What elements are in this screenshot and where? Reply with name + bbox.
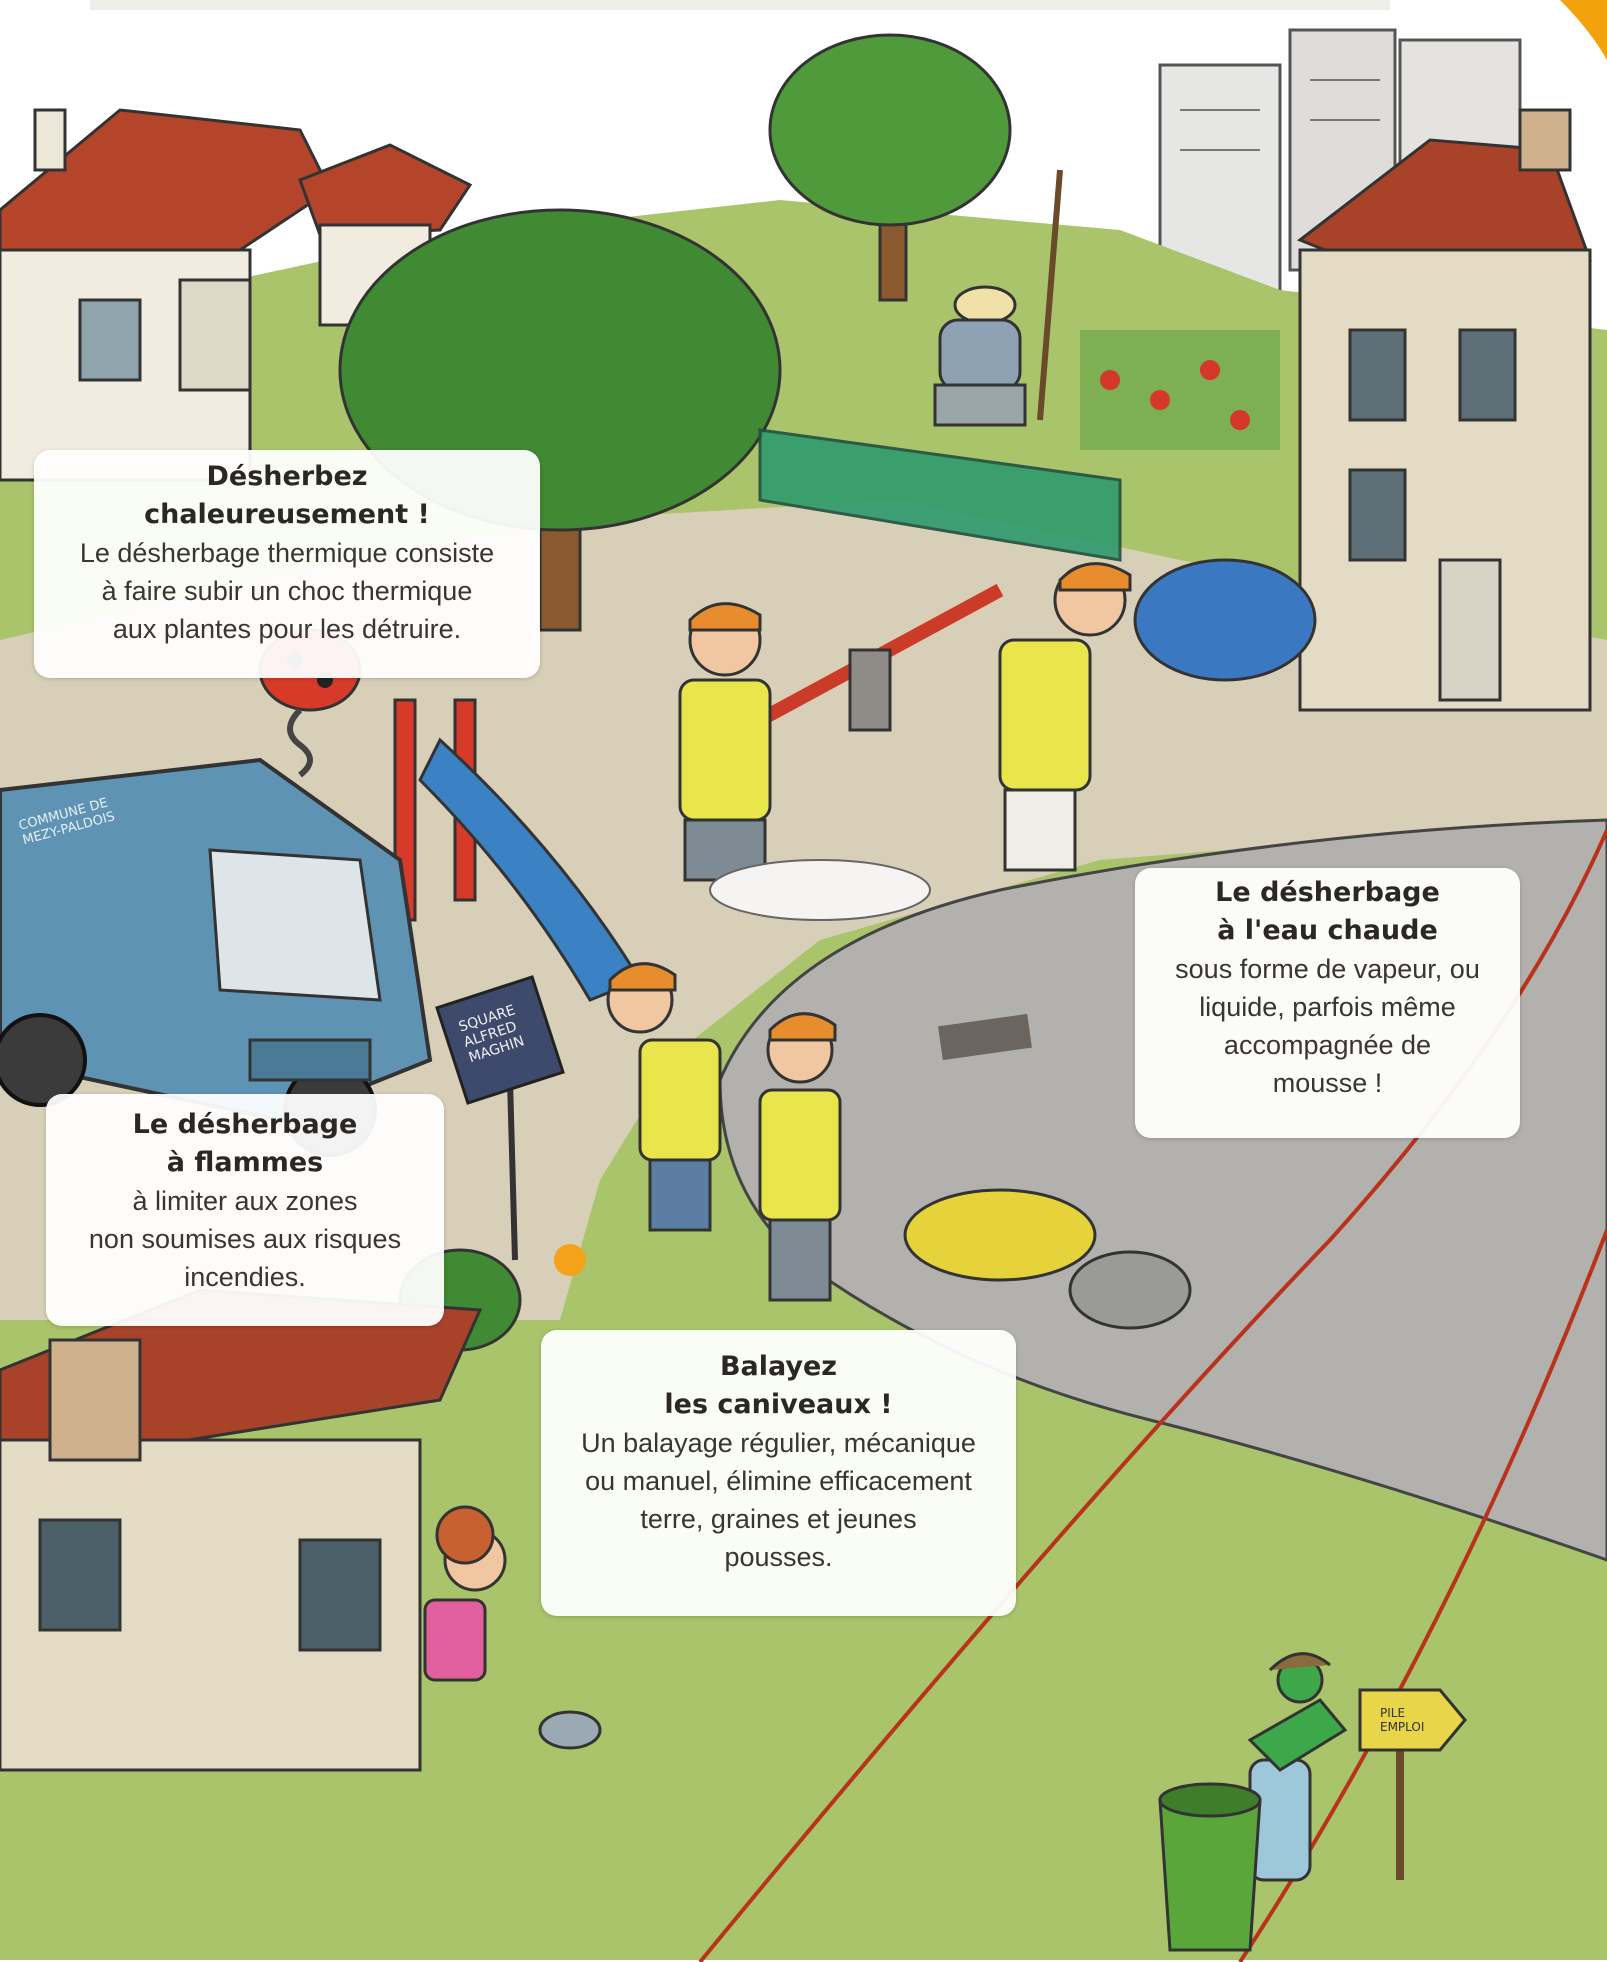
house-top-right (1296, 108, 1592, 712)
seesaw (756, 583, 1004, 732)
callout-sweep-gutters: Balayez les caniveaux ! Un balayage régu… (541, 1330, 1016, 1616)
callout-title: Le désherbage à l'eau chaude (1215, 877, 1440, 946)
cut-off-text-line (90, 0, 1390, 10)
worker-sweeper (758, 1012, 1192, 1330)
square-street-sign: SQUAREALFREDMAGHIN (435, 975, 565, 1261)
callout-title: Balayez les caniveaux ! (664, 1351, 893, 1420)
callout-title: Désherbez chaleureusement ! (144, 461, 430, 530)
red-curve-line (698, 829, 1607, 1962)
callout-text: Le désherbage thermique consiste à faire… (79, 538, 495, 644)
woman-watering (423, 1505, 602, 1750)
slide (393, 698, 643, 1002)
callout-flame-weeding: Le désherbage à flammes à limiter aux zo… (46, 1094, 444, 1326)
vegetable-garden (1080, 330, 1280, 450)
orange-corner (1560, 0, 1607, 60)
green-fence (758, 428, 1122, 562)
callout-text: à limiter aux zones non soumises aux ris… (88, 1186, 402, 1292)
drain-grate (938, 1013, 1032, 1061)
municipal-truck: COMMUNE DEMEZY-PALDOIS (0, 757, 433, 1157)
callout-thermal-weeding: Désherbez chaleureusement ! Le désherbag… (34, 450, 540, 678)
callout-text: sous forme de vapeur, ou liquide, parfoi… (1175, 954, 1480, 1098)
mascot-spray-bottle (1247, 1652, 1348, 1882)
green-bucket (1158, 1782, 1262, 1952)
worker-flames (554, 962, 722, 1276)
worker-hot-water (998, 558, 1317, 872)
callout-text: Un balayage régulier, mécanique ou manue… (581, 1428, 976, 1572)
house-bottom-left (0, 1288, 483, 1772)
worker-thermal (678, 602, 931, 921)
callout-title: Le désherbage à flammes (132, 1109, 358, 1178)
gardener-figure (933, 169, 1063, 427)
callout-hot-water-weeding: Le désherbage à l'eau chaude sous forme … (1135, 868, 1520, 1138)
